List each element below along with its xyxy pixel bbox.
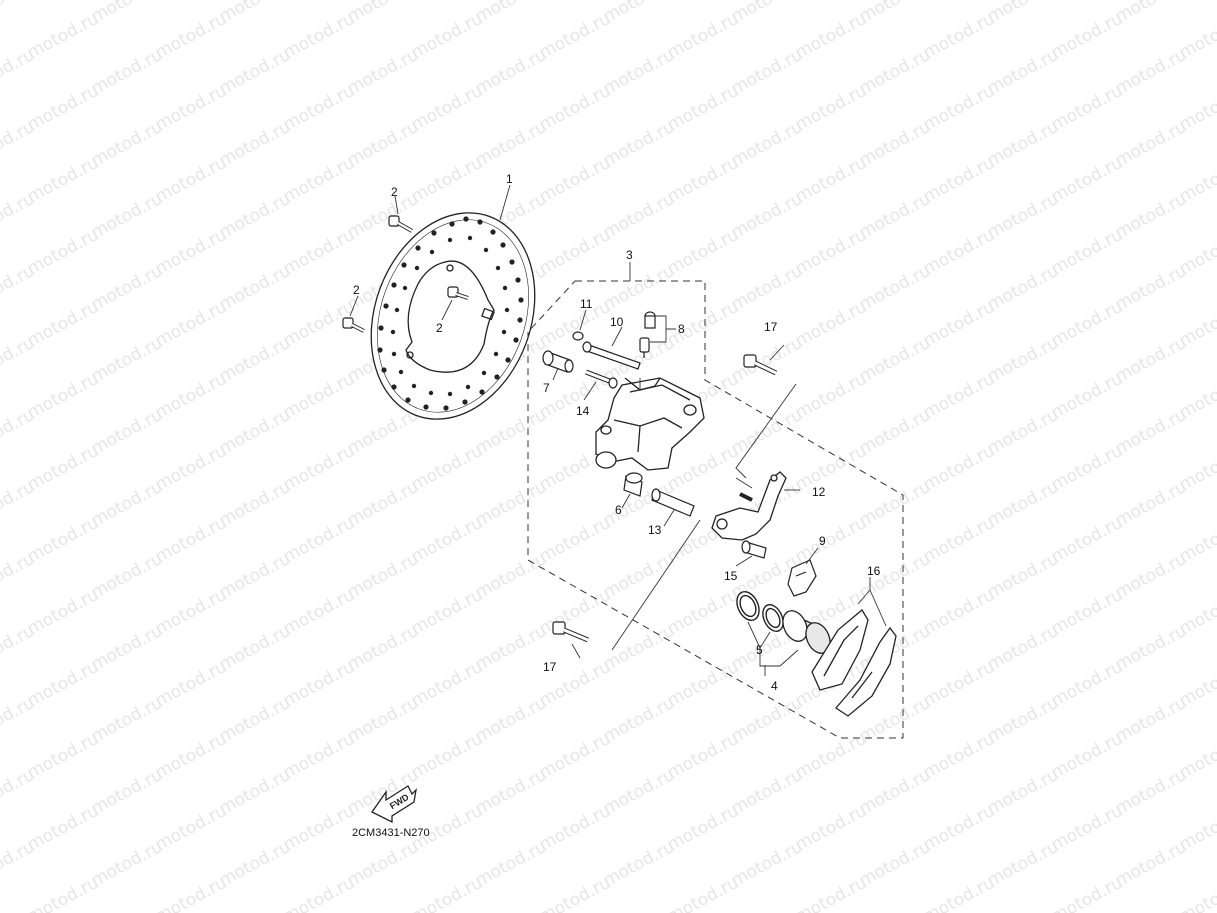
callout-2-center: 2 [436, 321, 443, 335]
callout-9: 9 [819, 534, 826, 548]
callout-12: 12 [812, 485, 826, 499]
brake-pad-kit [811, 609, 897, 717]
callout-5: 5 [756, 643, 763, 657]
pad-pin [582, 341, 641, 370]
bracket-bolt-bottom [552, 621, 589, 643]
callout-6: 6 [615, 503, 622, 517]
callout-2-top: 2 [391, 185, 398, 199]
fwd-arrow-icon: FWD [371, 785, 417, 824]
callout-2-left: 2 [353, 283, 360, 297]
callout-16: 16 [867, 564, 881, 578]
rubber-boot [623, 472, 643, 497]
sleeve-15 [741, 540, 767, 559]
disc-bolt-left [342, 317, 365, 333]
callout-4: 4 [771, 679, 778, 693]
brake-disc [370, 212, 536, 420]
disc-bolt-top [388, 215, 413, 233]
callout-11: 11 [580, 297, 593, 311]
callout-1: 1 [506, 172, 513, 186]
caliper-piston [782, 610, 831, 654]
slide-pin-13 [651, 488, 695, 517]
callout-14: 14 [576, 404, 590, 418]
leader-lines [349, 184, 887, 676]
bleed-screws [639, 311, 656, 358]
callout-13: 13 [648, 523, 662, 537]
callout-7: 7 [543, 381, 550, 395]
callout-labels: 1 2 2 2 3 11 10 8 17 7 14 12 6 13 9 15 1… [353, 172, 881, 693]
callout-17-bottom: 17 [543, 660, 557, 674]
callout-3: 3 [626, 248, 633, 262]
callout-15: 15 [724, 569, 738, 583]
caliper-bolt-14 [585, 369, 618, 389]
disc-bolt-center [447, 286, 469, 300]
sleeve [542, 350, 574, 373]
pad-spring [787, 559, 817, 597]
diagram-code: 2CM3431-N270 [352, 827, 430, 839]
caliper-body [595, 377, 705, 471]
caliper-bracket [711, 471, 787, 541]
callout-17-top: 17 [764, 320, 778, 334]
callout-8: 8 [678, 322, 685, 336]
bleed-screw-cap [572, 331, 584, 341]
caliper-assembly-outline [527, 280, 904, 739]
callout-10: 10 [610, 315, 624, 329]
piston-seals [736, 591, 784, 632]
bracket-bolt-top [743, 354, 778, 376]
